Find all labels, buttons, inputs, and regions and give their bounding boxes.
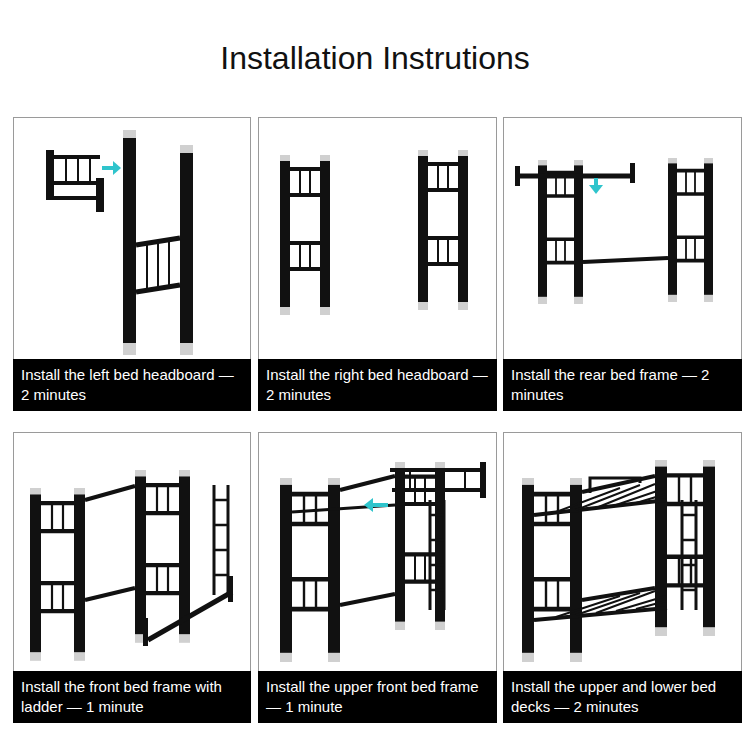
step3-figure [515,158,713,304]
caption-band: Install the right bed headboard — 2 minu… [258,359,497,411]
caption-band: Install the rear bed frame — 2 minutes [503,359,742,411]
panel-frames [14,118,742,723]
caption-band: Install the front bed frame with ladder … [13,671,251,723]
step1-figure [46,130,193,355]
step-caption: Install the upper front bed frame — 1 mi… [266,677,489,717]
step-caption: Install the rear bed frame — 2 minutes [511,365,734,405]
step6-figure [522,460,715,662]
page-title: Installation Instrutions [0,40,750,77]
step5-figure [280,462,486,662]
caption-band: Install the upper and lower bed decks — … [503,671,742,723]
caption-band: Install the upper front bed frame — 1 mi… [258,671,497,723]
caption-band: Install the left bed headboard — 2 minut… [13,359,251,411]
step-caption: Install the upper and lower bed decks — … [511,677,734,717]
step2-figure [280,150,468,315]
step-caption: Install the right bed headboard — 2 minu… [266,365,489,405]
step-caption: Install the front bed frame with ladder … [21,677,243,717]
step4-figure [30,470,233,661]
step-caption: Install the left bed headboard — 2 minut… [21,365,243,405]
